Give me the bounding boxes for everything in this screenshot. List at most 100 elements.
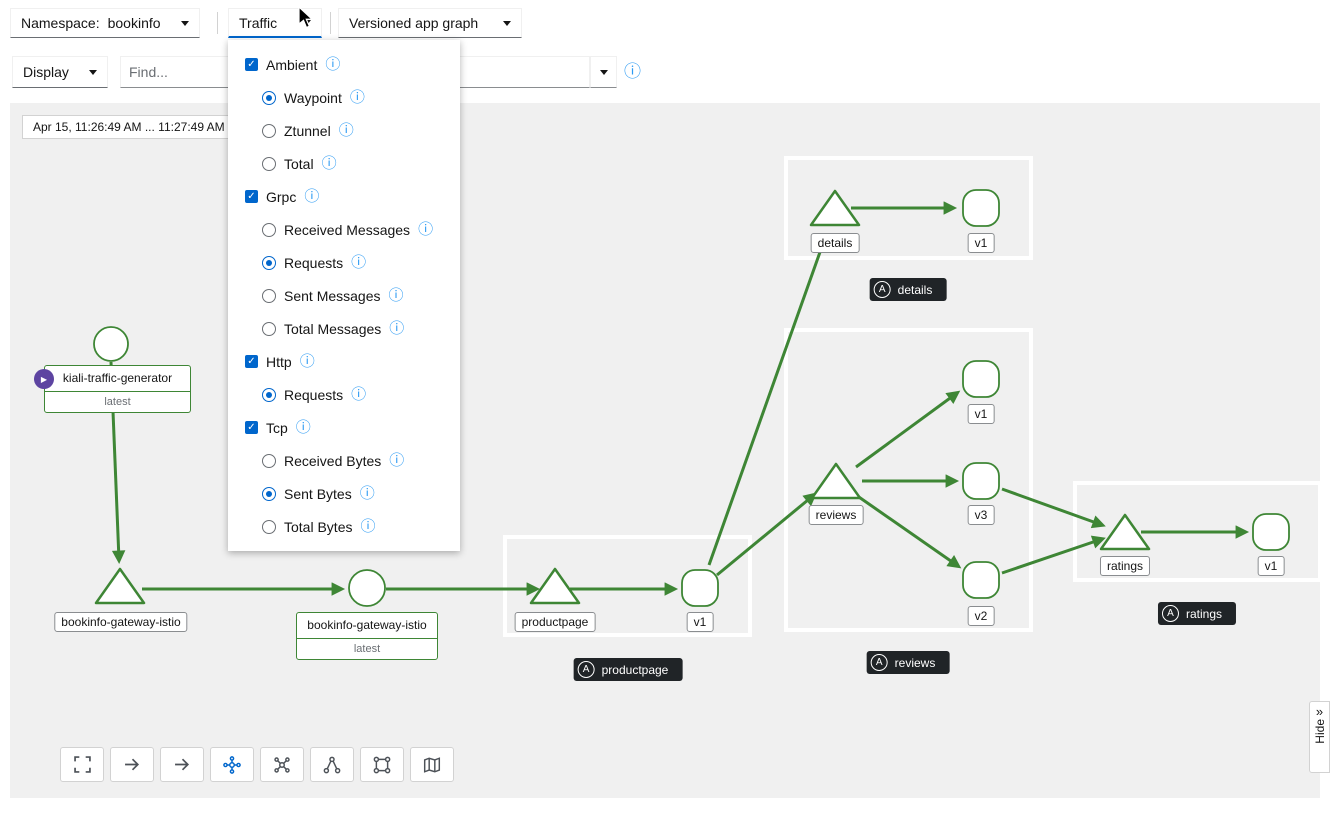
info-icon[interactable]: ⓘ <box>304 188 320 205</box>
node-triangle-details[interactable] <box>809 189 861 227</box>
node-triangle-bookinfo-gateway[interactable] <box>94 567 146 605</box>
radio-icon[interactable] <box>262 321 276 336</box>
find-options-button[interactable] <box>590 56 617 88</box>
edge-productpage-to-details[interactable] <box>707 234 829 566</box>
radio-selected-icon[interactable] <box>262 486 276 501</box>
info-icon[interactable]: ⓘ <box>360 518 376 535</box>
label-details[interactable]: details <box>810 233 860 253</box>
checkbox-checked-icon[interactable]: ✓ <box>245 421 258 434</box>
traffic-option-http-requests[interactable]: Requests ⓘ <box>228 378 460 411</box>
traffic-section-grpc[interactable]: ✓ Grpc ⓘ <box>228 180 460 213</box>
label-productpage-v1[interactable]: v1 <box>686 612 714 632</box>
label-ratings-v1[interactable]: v1 <box>1257 556 1285 576</box>
layout-alt2-button[interactable] <box>310 747 354 782</box>
info-icon[interactable]: ⓘ <box>388 287 404 304</box>
group-box-productpage[interactable] <box>503 535 752 637</box>
radio-icon[interactable] <box>262 288 276 303</box>
info-icon[interactable]: ⓘ <box>299 353 315 370</box>
forward-step-button-2[interactable] <box>160 747 204 782</box>
radio-selected-icon[interactable] <box>262 255 276 270</box>
group-box-details[interactable] <box>784 156 1033 260</box>
info-icon[interactable]: ⓘ <box>389 320 405 337</box>
find-help-info-icon[interactable]: ⓘ <box>624 62 641 81</box>
traffic-option-grpc-total[interactable]: Total Messages ⓘ <box>228 312 460 345</box>
edge-reviews-to-v1[interactable] <box>855 390 961 469</box>
traffic-dropdown[interactable]: Traffic <box>228 8 322 38</box>
node-triangle-ratings[interactable] <box>1099 513 1151 551</box>
node-triangle-productpage[interactable] <box>529 567 581 605</box>
radio-icon[interactable] <box>262 123 276 138</box>
info-icon[interactable]: ⓘ <box>338 122 354 139</box>
forward-step-button[interactable] <box>110 747 154 782</box>
app-badge-ratings[interactable]: A ratings <box>1157 602 1237 625</box>
radio-icon[interactable] <box>262 453 276 468</box>
node-ratings-v1[interactable] <box>1252 513 1290 551</box>
layout-alt1-button[interactable] <box>260 747 304 782</box>
hide-panel-tab[interactable]: » Hide <box>1309 701 1330 773</box>
label-details-v1[interactable]: v1 <box>967 233 995 253</box>
node-reviews-v3[interactable] <box>962 462 1000 500</box>
node-details-v1[interactable] <box>962 189 1000 227</box>
label-reviews-v3[interactable]: v3 <box>967 505 995 525</box>
radio-icon[interactable] <box>262 519 276 534</box>
checkbox-checked-icon[interactable]: ✓ <box>245 355 258 368</box>
node-productpage-v1[interactable] <box>681 569 719 607</box>
traffic-option-grpc-requests[interactable]: Requests ⓘ <box>228 246 460 279</box>
node-triangle-reviews[interactable] <box>810 462 862 500</box>
node-gateway-workload[interactable] <box>348 569 386 607</box>
traffic-section-http[interactable]: ✓ Http ⓘ <box>228 345 460 378</box>
layout-alt3-button[interactable] <box>360 747 404 782</box>
label-ratings[interactable]: ratings <box>1099 556 1151 576</box>
zoom-to-fit-button[interactable] <box>60 747 104 782</box>
checkbox-checked-icon[interactable]: ✓ <box>245 190 258 203</box>
traffic-section-ambient[interactable]: ✓ Ambient ⓘ <box>228 48 460 81</box>
info-icon[interactable]: ⓘ <box>295 419 311 436</box>
node-box-bookinfo-gateway-istio[interactable]: bookinfo-gateway-istio latest <box>296 612 438 660</box>
group-box-reviews[interactable] <box>784 328 1033 632</box>
traffic-option-grpc-received[interactable]: Received Messages ⓘ <box>228 213 460 246</box>
legend-button[interactable] <box>410 747 454 782</box>
radio-selected-icon[interactable] <box>262 90 276 105</box>
graph-type-dropdown[interactable]: Versioned app graph <box>338 8 522 38</box>
traffic-option-ztunnel[interactable]: Ztunnel ⓘ <box>228 114 460 147</box>
node-reviews-v2[interactable] <box>962 561 1000 599</box>
namespace-dropdown[interactable]: Namespace: bookinfo <box>10 8 200 38</box>
radio-selected-icon[interactable] <box>262 387 276 402</box>
label-bookinfo-gateway-istio[interactable]: bookinfo-gateway-istio <box>54 612 188 632</box>
info-icon[interactable]: ⓘ <box>321 155 337 172</box>
info-icon[interactable]: ⓘ <box>359 485 375 502</box>
info-icon[interactable]: ⓘ <box>418 221 434 238</box>
display-dropdown[interactable]: Display <box>12 56 108 88</box>
info-icon[interactable]: ⓘ <box>325 56 341 73</box>
label-reviews-v1[interactable]: v1 <box>967 404 995 424</box>
group-box-ratings[interactable] <box>1073 481 1320 582</box>
info-icon[interactable]: ⓘ <box>349 89 365 106</box>
edge-v2-to-ratings[interactable] <box>1001 535 1106 575</box>
radio-icon[interactable] <box>262 222 276 237</box>
edge-reviews-to-v2[interactable] <box>855 493 962 569</box>
info-icon[interactable]: ⓘ <box>389 452 405 469</box>
layout-default-button[interactable] <box>210 747 254 782</box>
traffic-option-tcp-received[interactable]: Received Bytes ⓘ <box>228 444 460 477</box>
app-badge-reviews[interactable]: A reviews <box>866 651 950 674</box>
app-badge-details[interactable]: A details <box>869 278 947 301</box>
traffic-option-grpc-sent[interactable]: Sent Messages ⓘ <box>228 279 460 312</box>
info-icon[interactable]: ⓘ <box>351 386 367 403</box>
edge-v3-to-ratings[interactable] <box>1001 487 1106 529</box>
traffic-option-tcp-total[interactable]: Total Bytes ⓘ <box>228 510 460 543</box>
node-reviews-v1[interactable] <box>962 360 1000 398</box>
app-badge-productpage[interactable]: A productpage <box>573 658 683 681</box>
label-reviews[interactable]: reviews <box>808 505 864 525</box>
radio-icon[interactable] <box>262 156 276 171</box>
graph-canvas[interactable]: Apr 15, 11:26:49 AM ... 11:27:49 AM kial… <box>10 103 1320 798</box>
info-icon[interactable]: ⓘ <box>351 254 367 271</box>
node-kiali-traffic-generator[interactable] <box>93 326 129 362</box>
label-productpage[interactable]: productpage <box>514 612 596 632</box>
traffic-section-tcp[interactable]: ✓ Tcp ⓘ <box>228 411 460 444</box>
checkbox-checked-icon[interactable]: ✓ <box>245 58 258 71</box>
node-box-kiali-traffic-generator[interactable]: kiali-traffic-generator latest <box>44 365 191 413</box>
edge-productpage-to-reviews[interactable] <box>716 492 818 577</box>
traffic-option-tcp-sent[interactable]: Sent Bytes ⓘ <box>228 477 460 510</box>
traffic-option-ambient-total[interactable]: Total ⓘ <box>228 147 460 180</box>
traffic-option-waypoint[interactable]: Waypoint ⓘ <box>228 81 460 114</box>
